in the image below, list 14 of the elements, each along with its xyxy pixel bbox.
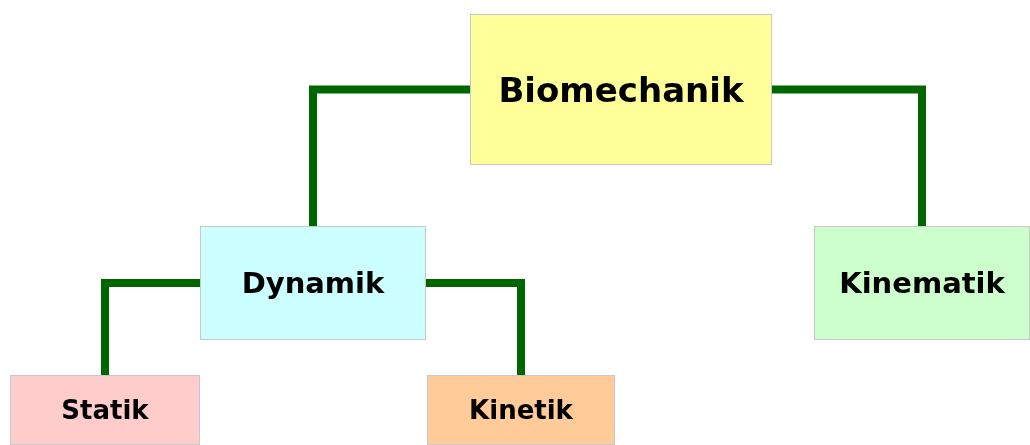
connector-line — [101, 279, 200, 375]
concept-box — [470, 14, 772, 165]
node-label: Kinematik — [839, 266, 1005, 300]
concept-box — [200, 226, 426, 340]
connector-line — [772, 85, 926, 226]
concept-box — [814, 226, 1030, 340]
connector-line — [426, 279, 525, 375]
node-label: Kinetik — [469, 395, 573, 425]
concept-box — [427, 375, 615, 445]
node-label: Statik — [61, 395, 149, 425]
connector-line — [309, 85, 470, 226]
node-label: Dynamik — [241, 266, 385, 300]
node-label: Biomechanik — [498, 69, 744, 110]
concept-box — [10, 375, 200, 445]
